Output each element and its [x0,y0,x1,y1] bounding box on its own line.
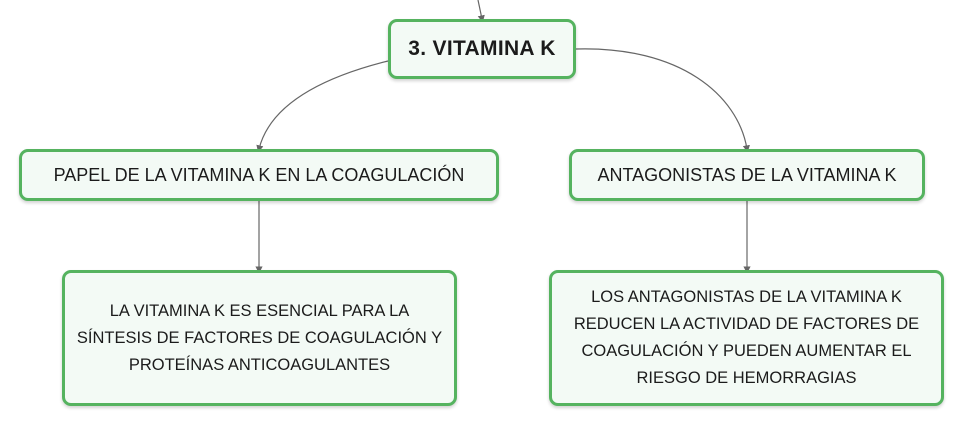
connector-root-to-right-branch [575,48,750,153]
branch-node-label: ANTAGONISTAS DE LA VITAMINA K [597,164,897,185]
connector-root-to-left-branch [256,60,389,153]
branch-node-antagonists[interactable]: ANTAGONISTAS DE LA VITAMINA K [569,149,925,201]
detail-node-antagonists[interactable]: LOS ANTAGONISTAS DE LA VITAMINA K REDUCE… [549,270,944,406]
root-node-label: 3. VITAMINA K [408,37,556,60]
branch-node-coagulation-role[interactable]: PAPEL DE LA VITAMINA K EN LA COAGULACIÓN [19,149,499,201]
root-node[interactable]: 3. VITAMINA K [388,19,576,79]
branch-node-label: PAPEL DE LA VITAMINA K EN LA COAGULACIÓN [53,164,465,185]
detail-node-coagulation-role[interactable]: LA VITAMINA K ES ESENCIAL PARA LA SÍNTES… [62,270,457,406]
connector-parent-to-root [477,0,485,23]
detail-node-text: LOS ANTAGONISTAS DE LA VITAMINA K REDUCE… [573,288,920,387]
detail-node-text: LA VITAMINA K ES ESENCIAL PARA LA SÍNTES… [76,301,443,374]
